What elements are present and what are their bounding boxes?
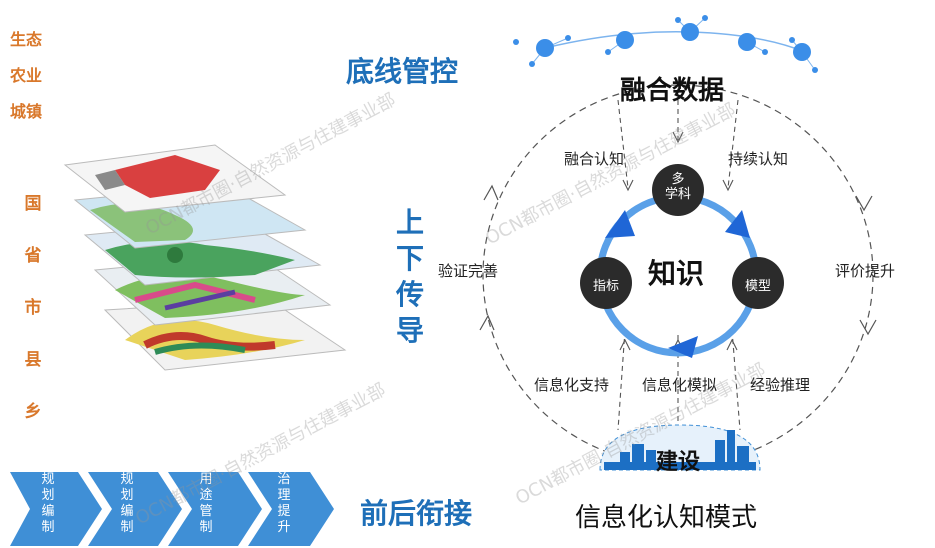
construction-city-icon [599,424,761,471]
title-bottom-line-control: 底线管控 [346,55,459,88]
chevron-step-2-shape [88,472,182,546]
land-type-agri: 农业 [10,66,43,85]
label-continuous-cognition: 持续认知 [728,150,789,168]
admin-level-city: 市 [24,298,42,318]
land-type-eco: 生态 [10,30,43,49]
stacked-map-layers [63,144,347,371]
chevron-step-1-shape [10,472,102,546]
ring-arrow-left [605,210,635,238]
chevron-process-bar [10,472,334,546]
data-network-icon [513,15,818,73]
outer-arrow-right-bottom [859,319,877,336]
title-up-down-transmission: 上 下 传 导 [392,205,428,349]
label-construction: 建设 [656,450,701,475]
chevron-step-1-label: 规划编制 [41,472,55,535]
node-model-label: 模型 [744,279,771,294]
label-experience-reasoning: 经验推理 [750,376,811,394]
label-fused-data: 融合数据 [620,76,725,106]
up-down-char-4: 导 [395,314,424,347]
land-type-list: 生态 农业 城镇 [10,22,42,130]
label-fusion-cognition: 融合认知 [564,150,625,168]
label-it-support: 信息化支持 [534,376,610,394]
label-verify-improve: 验证完善 [438,262,499,280]
title-front-back-link: 前后衔接 [360,497,473,530]
cognition-diagram [479,15,877,471]
chevron-step-3-label: 用途管制 [199,472,213,535]
node-multidiscipline-label: 多 学科 [664,172,691,202]
node-multidiscipline [652,164,704,216]
label-it-simulation: 信息化模拟 [642,376,718,394]
admin-level-province: 省 [24,246,42,266]
outer-arrow-left-top [483,184,499,201]
node-indicator [580,257,632,309]
chevron-step-4-shape [248,472,334,546]
chevron-step-2-label: 规划编制 [120,472,134,535]
label-evaluate-upgrade: 评价提升 [835,262,896,280]
chevron-step-3-shape [168,472,262,546]
admin-level-township: 乡 [24,402,42,422]
node-model [732,257,784,309]
outer-arrow-left-bottom [479,314,495,331]
admin-level-list: 国 省 市 县 乡 [18,178,48,438]
chevron-step-4-label: 治理提升 [277,472,291,535]
label-knowledge: 知识 [648,257,705,290]
up-down-char-3: 传 [395,278,424,311]
up-down-char-2: 下 [395,242,424,275]
node-indicator-label: 指标 [592,279,619,294]
outer-arrow-right-top [855,195,873,212]
caption-it-cognition-mode: 信息化认知模式 [575,503,758,533]
land-type-town: 城镇 [10,102,43,121]
ring-arrow-bottom [668,336,698,358]
admin-level-county: 县 [24,350,42,370]
map-layer-country [63,144,287,213]
ring-arrow-right [725,210,750,238]
admin-level-country: 国 [24,194,42,214]
up-down-char-1: 上 [395,206,424,239]
flow-lines [617,99,741,431]
